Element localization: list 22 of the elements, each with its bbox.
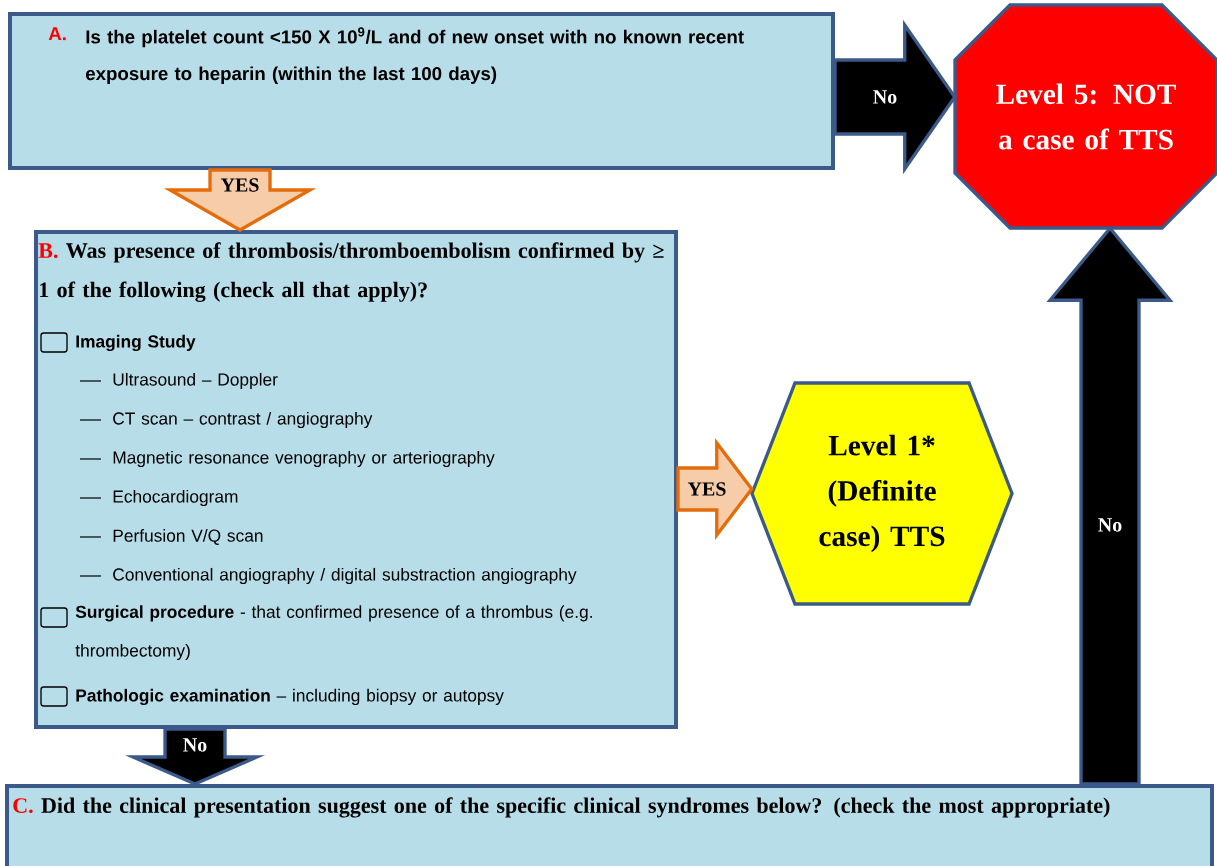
- list-item: Magnetic resonance venography or arteriography: [113, 450, 495, 468]
- stop-octagon: Level 5: NOT a case of TTS: [953, 3, 1217, 230]
- list-item: Conventional angiography / digital substraction angiography: [113, 567, 577, 585]
- option-text: Imaging Study: [76, 334, 196, 352]
- list-item: CT scan – contrast / angiography: [113, 411, 373, 429]
- step-letter: A.: [48, 27, 66, 41]
- question-text: C. Did the clinical presentation suggest one of the specific clinical syndromes below? (check the most appropriate): [13, 797, 1110, 818]
- edge-label: No: [871, 89, 899, 105]
- list-item: Ultrasound – Doppler: [113, 372, 278, 390]
- option-text: Pathologic examination – including biopsy or autopsy: [76, 688, 504, 706]
- list-item: Perfusion V/Q scan: [113, 529, 263, 545]
- question-text: B. Was presence of thrombosis/thromboembolism confirmed by ≥ 1 of the following (check all that apply)?: [38, 242, 664, 302]
- option-text: Surgical procedure - that confirmed presence of a thrombus (e.g. thrombectomy): [75, 605, 592, 661]
- block-arrow: [163, 168, 317, 232]
- block-arrow: [125, 727, 265, 786]
- result-hexagon: Level 1* (Definite case) TTS: [750, 381, 1014, 606]
- list-item: Echocardiogram: [113, 489, 238, 507]
- edge-label: No: [1096, 517, 1124, 533]
- question-text: Is the platelet count <150 X 10$^{9}$/L and of new onset with no known recent exposure to heparin (within the last 100 days): [86, 27, 744, 84]
- edge-label: No: [181, 737, 209, 753]
- block-arrow: [833, 19, 957, 175]
- block-arrow: [1046, 225, 1174, 786]
